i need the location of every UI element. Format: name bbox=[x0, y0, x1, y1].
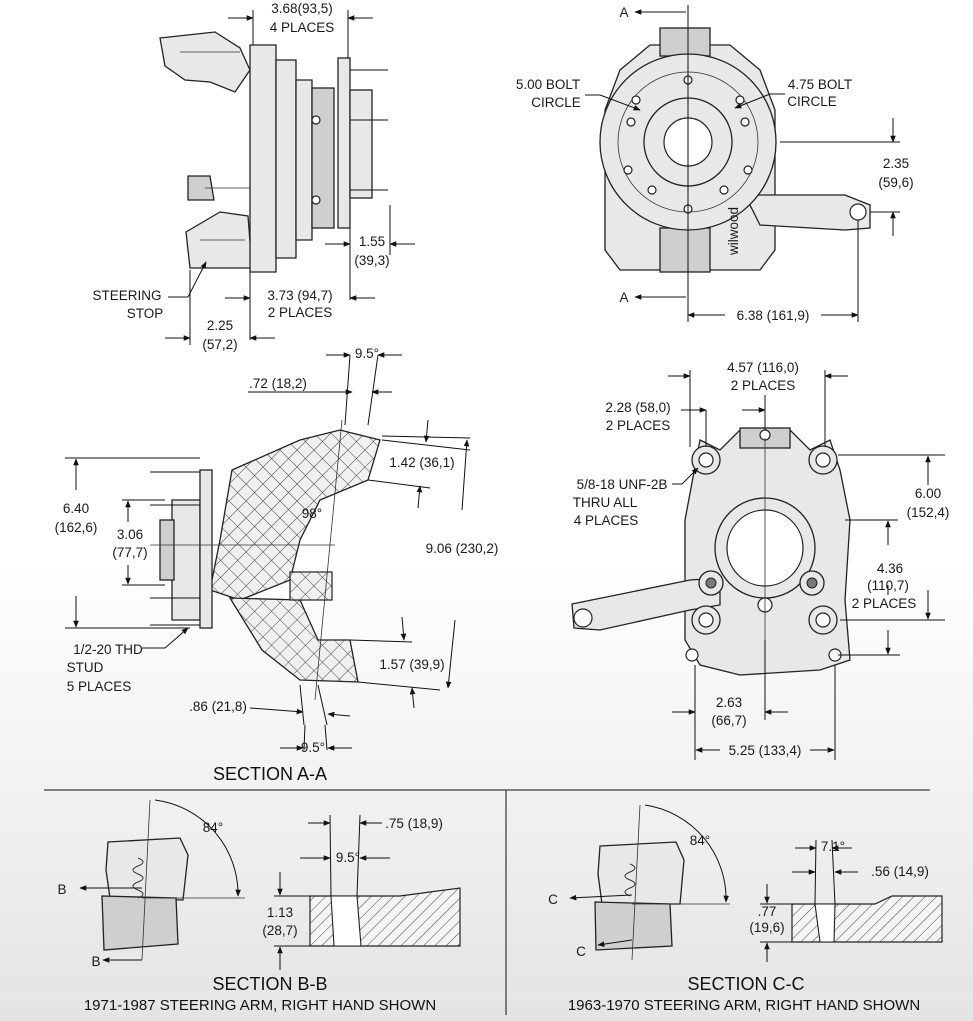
dim-228-value: 2.28 (58,0) bbox=[605, 400, 670, 415]
dim-95-top: 9.5° bbox=[355, 346, 379, 361]
section-cc-angle: 84° bbox=[690, 833, 710, 848]
dim-306-metric: (77,7) bbox=[112, 545, 147, 560]
dim-263-metric: (66,7) bbox=[711, 713, 746, 728]
dim-86-value: .86 (21,8) bbox=[189, 699, 247, 714]
stud-label-2: STUD bbox=[67, 660, 104, 675]
dim-638-value: 6.38 (161,9) bbox=[737, 308, 810, 323]
section-cc-depth-metric: (19,6) bbox=[749, 920, 784, 935]
thread-label-3: 4 PLACES bbox=[574, 513, 639, 528]
dim-155-value: 1.55 bbox=[359, 234, 385, 249]
dim-525-value: 5.25 (133,4) bbox=[729, 743, 802, 758]
section-aa-dimensions: 9.5° .72 (18,2) 1.42 (36,1) 6.40 (162,6)… bbox=[55, 346, 499, 784]
section-c-marker-bottom: C bbox=[576, 944, 586, 959]
section-bb-width: .75 (18,9) bbox=[385, 816, 443, 831]
dim-436-value: 4.36 bbox=[877, 561, 903, 576]
dim-157-value: 1.57 (39,9) bbox=[379, 657, 444, 672]
stud-label-3: 5 PLACES bbox=[67, 679, 132, 694]
thread-label-2: THRU ALL bbox=[573, 495, 638, 510]
dim-225-metric: (57,2) bbox=[202, 337, 237, 352]
dim-457-value: 4.57 (116,0) bbox=[727, 360, 799, 375]
dim-235-metric: (59,6) bbox=[878, 175, 913, 190]
dim-640-metric: (162,6) bbox=[55, 520, 98, 535]
thread-label: 5/8-18 UNF-2B bbox=[577, 477, 668, 492]
section-bb-subtitle: 1971-1987 STEERING ARM, RIGHT HAND SHOWN bbox=[84, 997, 436, 1014]
section-cc-title: SECTION C-C bbox=[688, 974, 805, 994]
dim-436-note: 2 PLACES bbox=[852, 596, 917, 611]
dim-235-value: 2.35 bbox=[883, 156, 909, 171]
brand-text: wilwood bbox=[726, 207, 741, 256]
dim-640-value: 6.40 bbox=[63, 501, 89, 516]
section-cc-taper: 7.1° bbox=[821, 839, 845, 854]
side-view bbox=[159, 31, 388, 273]
section-cc-subtitle: 1963-1970 STEERING ARM, RIGHT HAND SHOWN bbox=[568, 997, 920, 1014]
dim-228-note: 2 PLACES bbox=[606, 418, 671, 433]
dim-457-note: 2 PLACES bbox=[731, 378, 796, 393]
dim-373-value: 3.73 (94,7) bbox=[267, 288, 332, 303]
bolt-500-label-2: CIRCLE bbox=[531, 95, 581, 110]
dim-306-value: 3.06 bbox=[117, 527, 143, 542]
section-aa-title: SECTION A-A bbox=[213, 764, 327, 784]
section-aa-view bbox=[150, 419, 381, 701]
section-b-marker-top: B bbox=[57, 882, 66, 897]
dim-142-value: 1.42 (36,1) bbox=[389, 455, 454, 470]
dim-72-value: .72 (18,2) bbox=[249, 376, 307, 391]
steering-stop-label: STEERING bbox=[92, 288, 161, 303]
section-bb-angle: 84° bbox=[203, 820, 223, 835]
dim-225-value: 2.25 bbox=[207, 318, 233, 333]
angle-98: 98° bbox=[302, 506, 322, 521]
section-c-marker-top: C bbox=[548, 892, 558, 907]
dim-263-value: 2.63 bbox=[716, 695, 742, 710]
dim-600-metric: (152,4) bbox=[907, 505, 950, 520]
steering-stop-label-2: STOP bbox=[127, 306, 164, 321]
front-view-dimensions: A A 5.00 BOLT CIRCLE 4.75 BOLT CIRCLE 2.… bbox=[516, 5, 914, 323]
section-cc-view: C C 84° 7.1° .56 (14,9) .77 (19,6) SECTI… bbox=[548, 804, 943, 1014]
section-bb-depth-metric: (28,7) bbox=[262, 923, 297, 938]
dim-95-bottom: 9.5° bbox=[301, 740, 325, 755]
dim-600-value: 6.00 bbox=[915, 486, 941, 501]
section-marker-top: A bbox=[619, 5, 628, 20]
dim-436-metric: (110,7) bbox=[867, 578, 909, 593]
dim-373-note: 2 PLACES bbox=[268, 305, 333, 320]
section-cc-width: .56 (14,9) bbox=[871, 864, 929, 879]
section-b-marker-bottom: B bbox=[91, 954, 100, 969]
section-cc-depth: .77 bbox=[758, 904, 777, 919]
dim-368-note: 4 PLACES bbox=[270, 20, 335, 35]
section-bb-title: SECTION B-B bbox=[212, 974, 327, 994]
bolt-475-label-2: CIRCLE bbox=[787, 94, 837, 109]
bottom-view-dimensions: 4.57 (116,0) 2 PLACES 2.28 (58,0) 2 PLAC… bbox=[573, 360, 950, 760]
dim-155-metric: (39,3) bbox=[354, 253, 389, 268]
section-marker-bottom: A bbox=[619, 290, 628, 305]
section-bb-taper: 9.5° bbox=[336, 850, 360, 865]
dim-368-value: 3.68(93,5) bbox=[271, 1, 333, 16]
stud-label: 1/2-20 THD bbox=[73, 642, 143, 657]
side-view-dimensions: 3.68(93,5) 4 PLACES 1.55 (39,3) 3.73 (94… bbox=[92, 1, 415, 352]
bolt-475-label: 4.75 BOLT bbox=[788, 77, 852, 92]
section-bb-view: B B 84° .75 (18,9) 9.5° 1.13 (28,7) SECT… bbox=[57, 799, 461, 1014]
dim-906-value: 9.06 (230,2) bbox=[426, 541, 499, 556]
section-bb-depth: 1.13 bbox=[267, 905, 293, 920]
bolt-500-label: 5.00 BOLT bbox=[516, 77, 580, 92]
